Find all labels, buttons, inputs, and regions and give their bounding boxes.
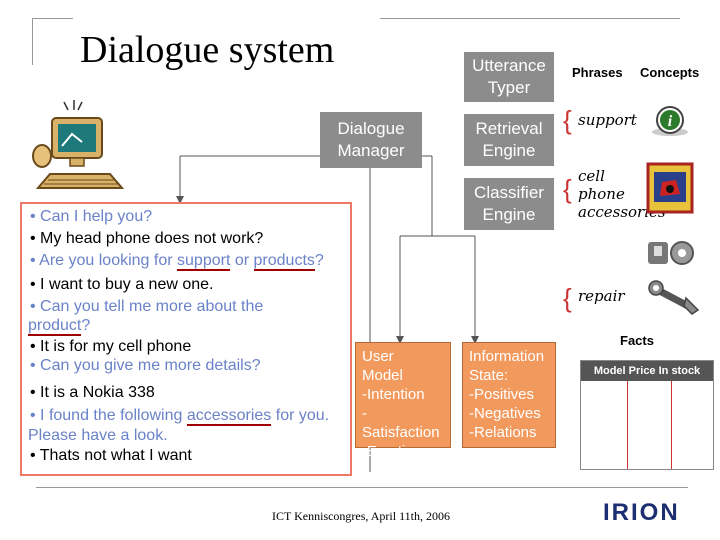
wrench-icon <box>648 280 700 315</box>
dialogue-manager-line-2: Manager <box>337 141 405 160</box>
computer-user-icon <box>32 100 125 189</box>
facts-column-divider <box>627 381 628 469</box>
keyword-accessories: accessories <box>186 407 272 426</box>
dialogue-line: • I want to buy a new one. <box>30 276 214 293</box>
dialogue-line: • My head phone does not work? <box>30 230 264 247</box>
dialogue-line: • It is a Nokia 338 <box>30 384 155 401</box>
page-title: Dialogue system <box>80 29 335 71</box>
dialogue-panel: • Can I help you? • My head phone does n… <box>20 202 352 476</box>
dialogue-line: • Can you give me more details? <box>30 357 261 374</box>
phrase-repair: repair <box>578 287 625 305</box>
retrieval-engine-line-1: Retrieval <box>475 119 543 138</box>
dialogue-line: • Can I help you? <box>30 208 153 225</box>
keyword-support: support <box>177 252 231 271</box>
irion-logo: IRION <box>603 499 680 526</box>
user-model-box: User Model -Intention -Satisfaction -Emo… <box>355 342 451 460</box>
dialogue-line: • Are you looking for support or product… <box>30 252 324 271</box>
dialogue-line: • Can you tell me more about the <box>30 298 264 315</box>
facts-column-divider <box>671 381 672 469</box>
accessories-icon <box>648 241 694 265</box>
phrase-cell: cell <box>578 167 605 185</box>
keyword-product: product <box>28 317 82 336</box>
dialogue-manager-box: Dialogue Manager <box>320 112 422 168</box>
dialogue-line: • It is for my cell phone <box>30 338 192 355</box>
keyword-products: products <box>253 252 315 271</box>
phrase-phone: phone <box>578 185 625 203</box>
utterance-typer-line-1: Utterance <box>472 56 546 75</box>
facts-header: Facts <box>620 333 654 348</box>
phrases-header: Phrases <box>572 65 623 80</box>
facts-table-header: Model Price In stock <box>581 361 713 381</box>
facts-table: Model Price In stock <box>580 360 714 470</box>
dialogue-line: Please have a look. <box>28 427 168 444</box>
classifier-engine-box: Classifier Engine <box>464 178 554 230</box>
brace-icon: { <box>563 174 572 204</box>
phrase-accessories: accessories <box>578 203 666 221</box>
dialogue-manager-line-1: Dialogue <box>337 119 405 138</box>
title-bracket <box>32 18 73 65</box>
info-icon: i <box>652 106 688 136</box>
dialogue-line: • Thats not what I want <box>30 447 192 464</box>
svg-text:i: i <box>668 113 673 130</box>
dialogue-line: product? <box>28 317 91 336</box>
utterance-typer-box: Utterance Typer <box>464 52 554 102</box>
footer-text: ICT Kenniscongres, April 11th, 2006 <box>272 509 450 523</box>
classifier-engine-line-2: Engine <box>482 205 536 224</box>
utterance-typer-line-2: Typer <box>487 78 531 97</box>
retrieval-engine-box: Retrieval Engine <box>464 114 554 166</box>
concepts-header: Concepts <box>640 65 700 80</box>
information-state-box: Information State: -Positives -Negatives… <box>462 342 556 448</box>
brace-icon: { <box>563 105 572 135</box>
phone-icon <box>646 162 694 214</box>
classifier-engine-line-1: Classifier <box>474 183 544 202</box>
dialogue-line: • I found the following accessories for … <box>30 407 330 426</box>
phrase-support: support <box>578 111 637 129</box>
retrieval-engine-line-2: Engine <box>482 141 536 160</box>
bottom-rule <box>36 487 688 488</box>
brace-icon: { <box>563 283 572 313</box>
top-rule <box>380 18 680 19</box>
